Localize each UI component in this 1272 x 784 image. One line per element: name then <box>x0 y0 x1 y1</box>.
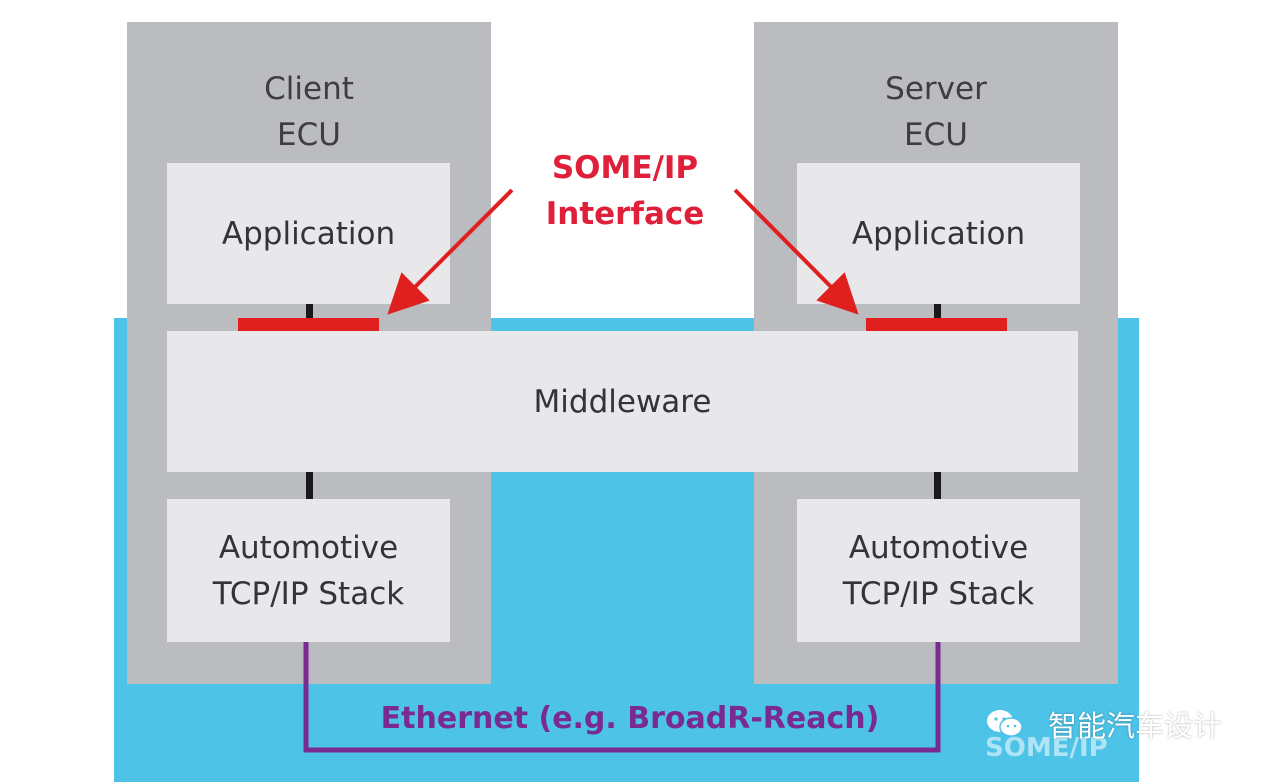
client-application-label: Application <box>221 215 396 252</box>
client-ecu-title: Client ECU <box>264 71 354 153</box>
ethernet-link-line <box>303 642 941 753</box>
server-application-box: Application <box>797 163 1080 304</box>
server-app-connector <box>934 304 941 318</box>
server-tcpip-stack-label: Automotive TCP/IP Stack <box>842 529 1035 612</box>
watermark-logo-text: SOME/IP <box>985 733 1108 763</box>
wechat-icon <box>985 708 1025 740</box>
client-someip-interface-bar <box>238 318 379 331</box>
someip-interface-label: SOME/IP Interface <box>545 150 705 232</box>
interface-arrow-right <box>733 188 859 315</box>
watermark-text: 智能汽车设计 <box>1048 709 1223 743</box>
server-someip-interface-bar <box>866 318 1007 331</box>
interface-arrow-left <box>387 188 514 315</box>
ethernet-label: Ethernet (e.g. BroadR-Reach) <box>380 701 880 736</box>
server-application-label: Application <box>851 215 1026 252</box>
client-tcpip-stack-label: Automotive TCP/IP Stack <box>212 529 405 612</box>
server-mw-connector <box>934 472 941 499</box>
middleware-label: Middleware <box>533 383 712 420</box>
client-tcpip-stack-box: Automotive TCP/IP Stack <box>167 499 450 642</box>
middleware-box: Middleware <box>167 331 1078 472</box>
client-app-connector <box>306 304 313 318</box>
client-mw-connector <box>306 472 313 499</box>
server-tcpip-stack-box: Automotive TCP/IP Stack <box>797 499 1080 642</box>
server-ecu-title: Server ECU <box>885 71 987 153</box>
